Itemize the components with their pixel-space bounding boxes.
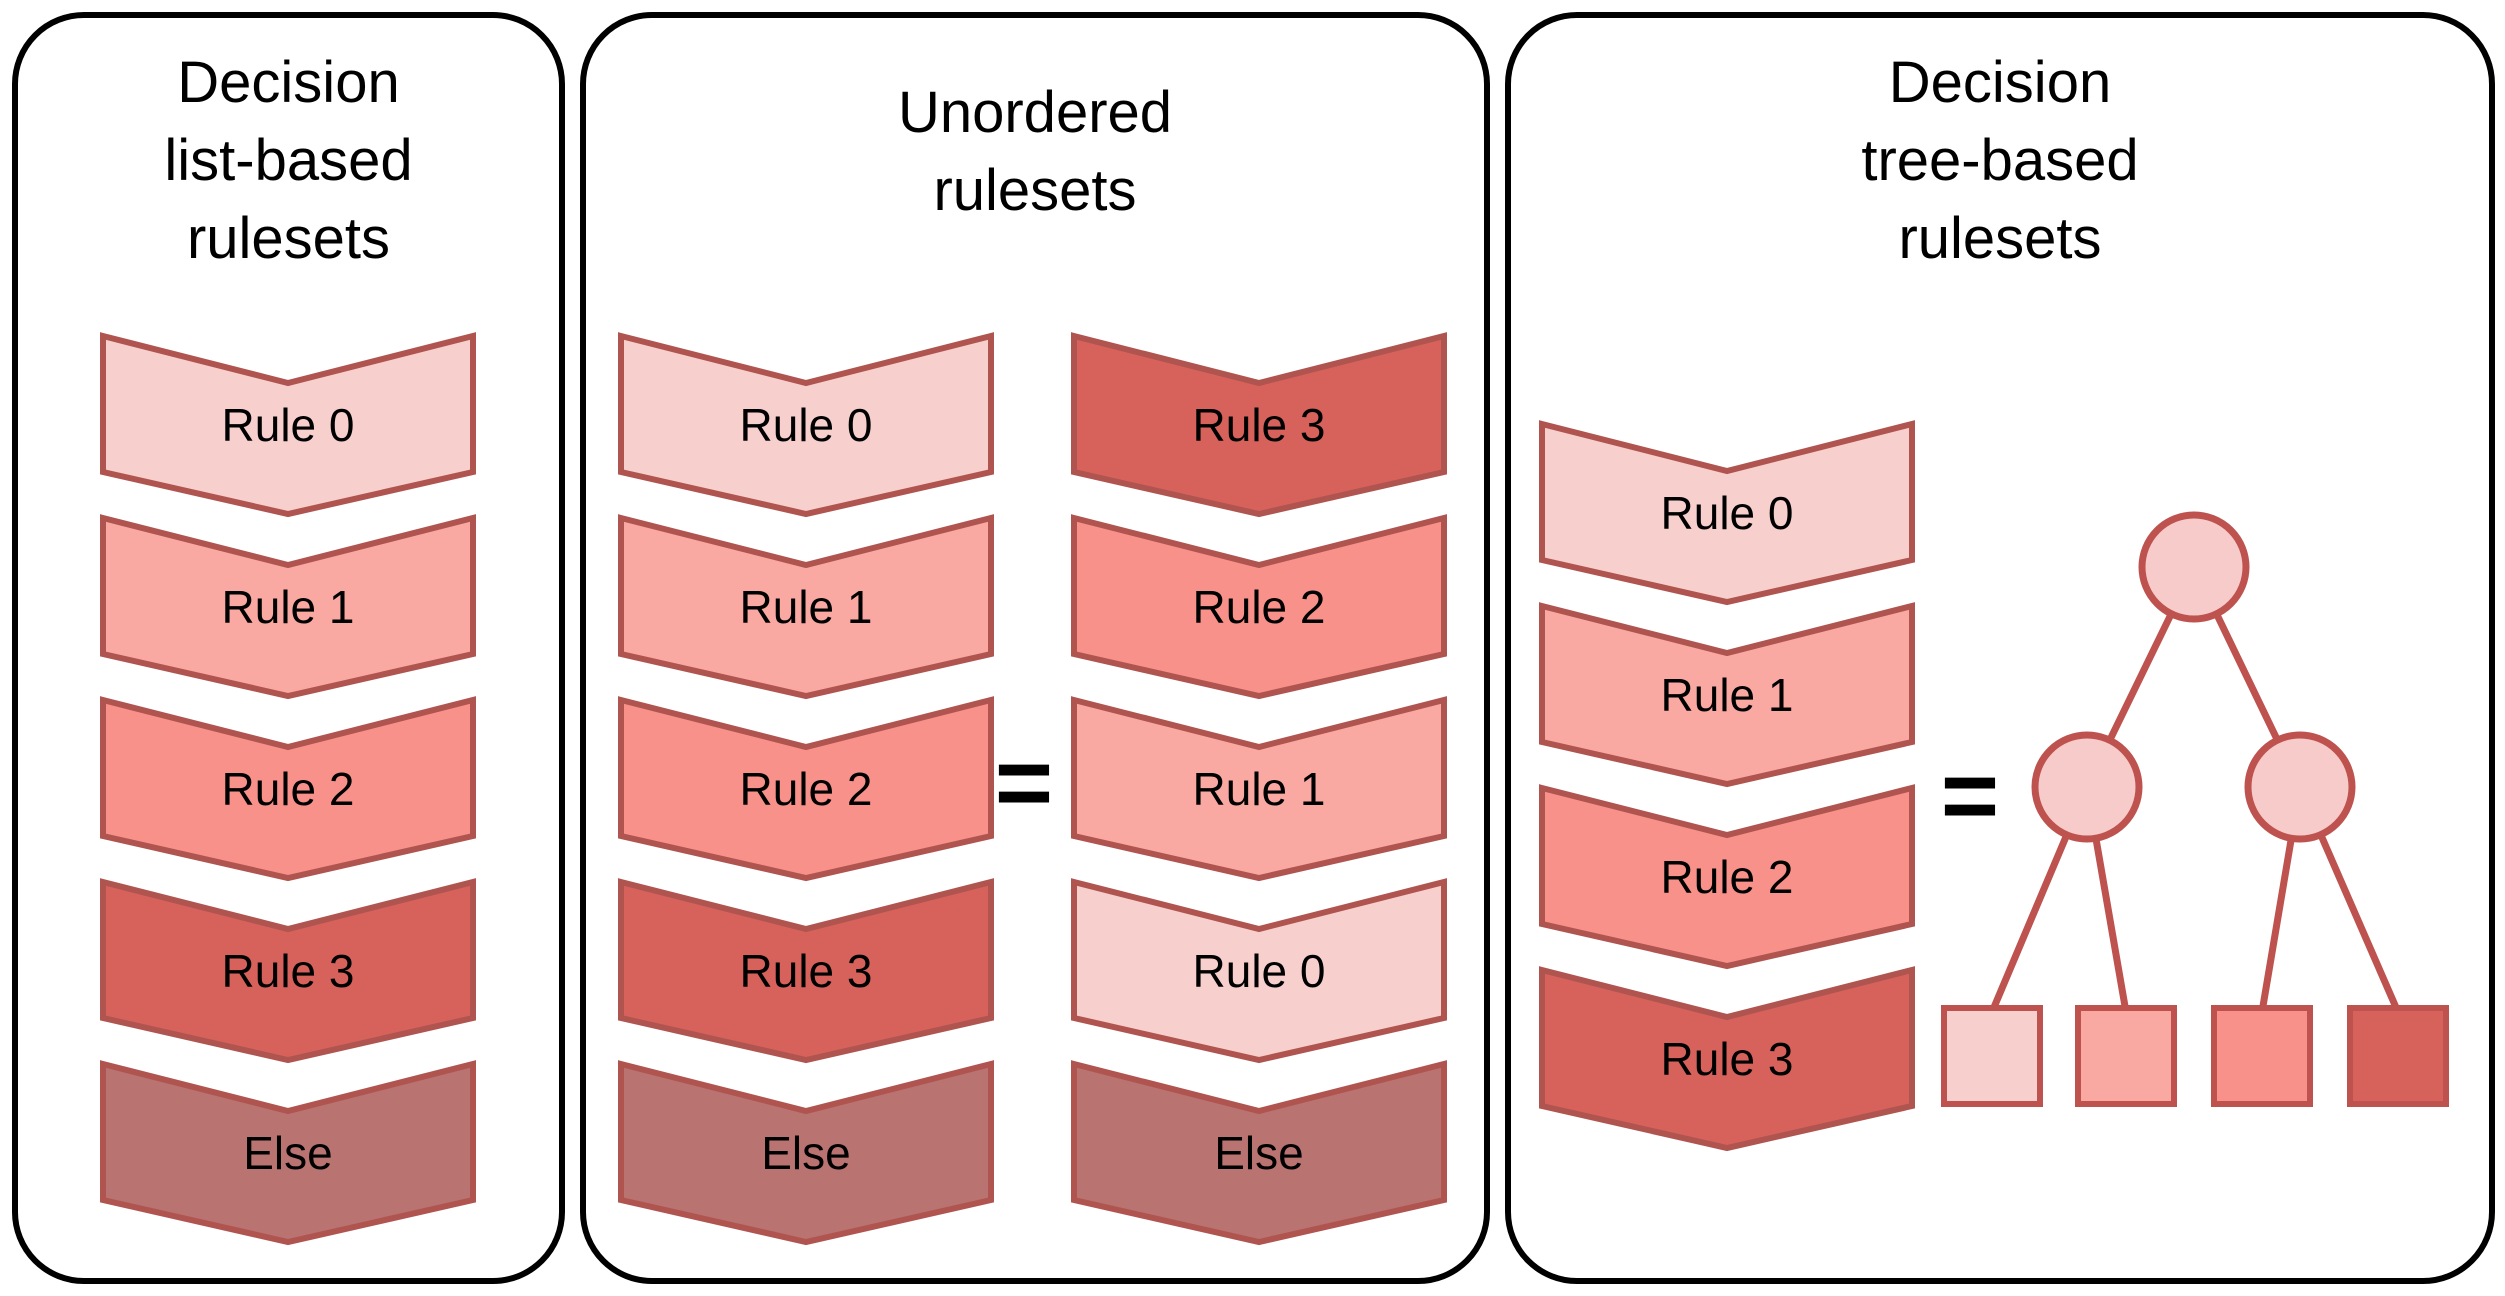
tree-leaf-rule-3 xyxy=(2347,1005,2449,1107)
rule-stack: Rule 0 Rule 1 Rule 2 Rule 3 Else xyxy=(100,332,476,1248)
chevron-shape xyxy=(618,1060,994,1246)
chevron-rule-0: Rule 0 xyxy=(1539,420,1915,606)
chevron-shape xyxy=(1539,784,1915,970)
chevron-label: Rule 3 xyxy=(1193,399,1326,451)
chevron-shape xyxy=(100,878,476,1064)
equals-sign: = xyxy=(1940,740,2000,852)
tree-node-root xyxy=(2138,511,2250,623)
chevron-rule-1: Rule 1 xyxy=(618,514,994,700)
chevron-label: Else xyxy=(1214,1127,1303,1179)
tree-node-right-child xyxy=(2244,731,2356,843)
chevron-label: Rule 1 xyxy=(1193,763,1326,815)
chevron-rule-1: Rule 1 xyxy=(1071,696,1447,882)
chevron-label: Rule 2 xyxy=(1661,851,1794,903)
chevron-label: Else xyxy=(761,1127,850,1179)
chevron-label: Rule 2 xyxy=(740,763,873,815)
chevron-label: Rule 2 xyxy=(222,763,355,815)
tree-leaf-rule-1 xyxy=(2075,1005,2177,1107)
chevron-else: Else xyxy=(100,1060,476,1246)
chevron-rule-2: Rule 2 xyxy=(1539,784,1915,970)
chevron-shape xyxy=(100,514,476,700)
chevron-label: Rule 2 xyxy=(1193,581,1326,633)
tree-leaf-rule-2 xyxy=(2211,1005,2313,1107)
chevron-label: Rule 1 xyxy=(1661,669,1794,721)
chevron-rule-0: Rule 0 xyxy=(100,332,476,518)
chevron-label: Rule 1 xyxy=(740,581,873,633)
chevron-shape xyxy=(1071,1060,1447,1246)
chevron-label: Rule 0 xyxy=(740,399,873,451)
chevron-rule-2: Rule 2 xyxy=(100,696,476,882)
chevron-else: Else xyxy=(1071,1060,1447,1246)
chevron-shape xyxy=(618,878,994,1064)
chevron-label: Rule 1 xyxy=(222,581,355,633)
tree-leaf-rule-0 xyxy=(1941,1005,2043,1107)
panel-title: Decision list-based rulesets xyxy=(164,50,413,271)
chevron-rule-0: Rule 0 xyxy=(1071,878,1447,1064)
chevron-shape xyxy=(618,332,994,518)
chevron-shape xyxy=(100,332,476,518)
tree-node-left-child xyxy=(2031,731,2143,843)
chevron-shape xyxy=(100,1060,476,1246)
decision-tree xyxy=(1941,511,2449,1107)
panel-title: Decision tree-based rulesets xyxy=(1861,50,2139,271)
equals-sign: = xyxy=(994,727,1054,839)
chevron-shape xyxy=(1539,966,1915,1152)
chevron-shape xyxy=(618,696,994,882)
panel-title: Unordered rulesets xyxy=(897,80,1173,223)
chevron-rule-1: Rule 1 xyxy=(1539,602,1915,788)
rule-stack-right: Rule 3 Rule 2 Rule 1 Rule 0 Else xyxy=(1071,332,1447,1248)
chevron-rule-3: Rule 3 xyxy=(1539,966,1915,1152)
chevron-else: Else xyxy=(618,1060,994,1246)
chevron-rule-1: Rule 1 xyxy=(100,514,476,700)
chevron-label: Rule 3 xyxy=(1661,1033,1794,1085)
chevron-rule-2: Rule 2 xyxy=(1071,514,1447,700)
chevron-label: Rule 3 xyxy=(740,945,873,997)
chevron-label: Rule 0 xyxy=(1661,487,1794,539)
panel-decision-tree: Decision tree-based rulesets Rule 0 Rule… xyxy=(1505,12,2495,1284)
chevron-rule-3: Rule 3 xyxy=(1071,332,1447,518)
chevron-shape xyxy=(618,514,994,700)
chevron-shape xyxy=(1071,878,1447,1064)
chevron-shape xyxy=(1071,696,1447,882)
chevron-shape xyxy=(1539,420,1915,606)
panel-unordered: Unordered rulesets Rule 0 Rule 1 Rule 2 … xyxy=(580,12,1490,1284)
chevron-label: Else xyxy=(243,1127,332,1179)
chevron-rule-2: Rule 2 xyxy=(618,696,994,882)
rule-stack-left: Rule 0 Rule 1 Rule 2 Rule 3 Else xyxy=(618,332,994,1248)
chevron-rule-3: Rule 3 xyxy=(100,878,476,1064)
chevron-shape xyxy=(1071,514,1447,700)
chevron-rule-3: Rule 3 xyxy=(618,878,994,1064)
rule-stack: Rule 0 Rule 1 Rule 2 Rule 3 xyxy=(1539,420,1915,1156)
chevron-shape xyxy=(1071,332,1447,518)
panel-decision-list: Decision list-based rulesets Rule 0 Rule… xyxy=(12,12,565,1284)
chevron-label: Rule 3 xyxy=(222,945,355,997)
chevron-shape xyxy=(1539,602,1915,788)
chevron-label: Rule 0 xyxy=(1193,945,1326,997)
chevron-shape xyxy=(100,696,476,882)
chevron-label: Rule 0 xyxy=(222,399,355,451)
chevron-rule-0: Rule 0 xyxy=(618,332,994,518)
